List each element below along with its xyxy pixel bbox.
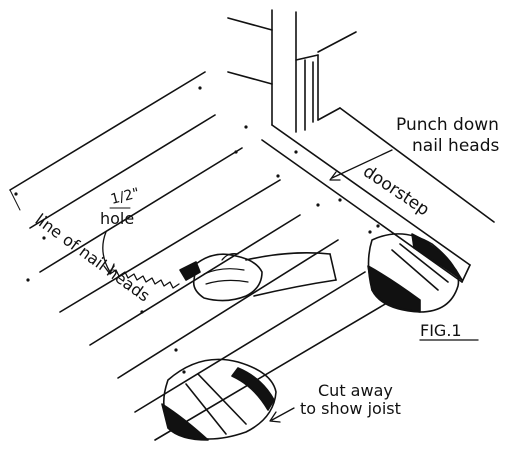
label-line-of-nail-heads: line of nail heads [32, 210, 154, 306]
nail-heads [14, 86, 380, 374]
label-doorstep: doorstep [359, 162, 433, 221]
hand-with-punch [109, 252, 337, 302]
label-half-inch: 1/2" [109, 185, 141, 208]
punch-down-arrow [329, 149, 393, 181]
floorboards [9, 71, 393, 441]
cutaway-arrow [269, 407, 295, 423]
label-to-show-joist: to show joist [300, 399, 401, 418]
label-cut-away: Cut away [318, 381, 393, 400]
door-frame [227, 9, 357, 133]
label-hole: hole [100, 209, 134, 228]
label-punch-down: Punch down [396, 115, 499, 135]
cutaway-bottom [161, 358, 277, 441]
hole-pointer [102, 231, 115, 275]
label-nail-heads: nail heads [412, 136, 499, 156]
cutaway-right [367, 233, 463, 313]
doorstep [261, 107, 495, 283]
label-fig: FIG.1 [420, 321, 462, 340]
